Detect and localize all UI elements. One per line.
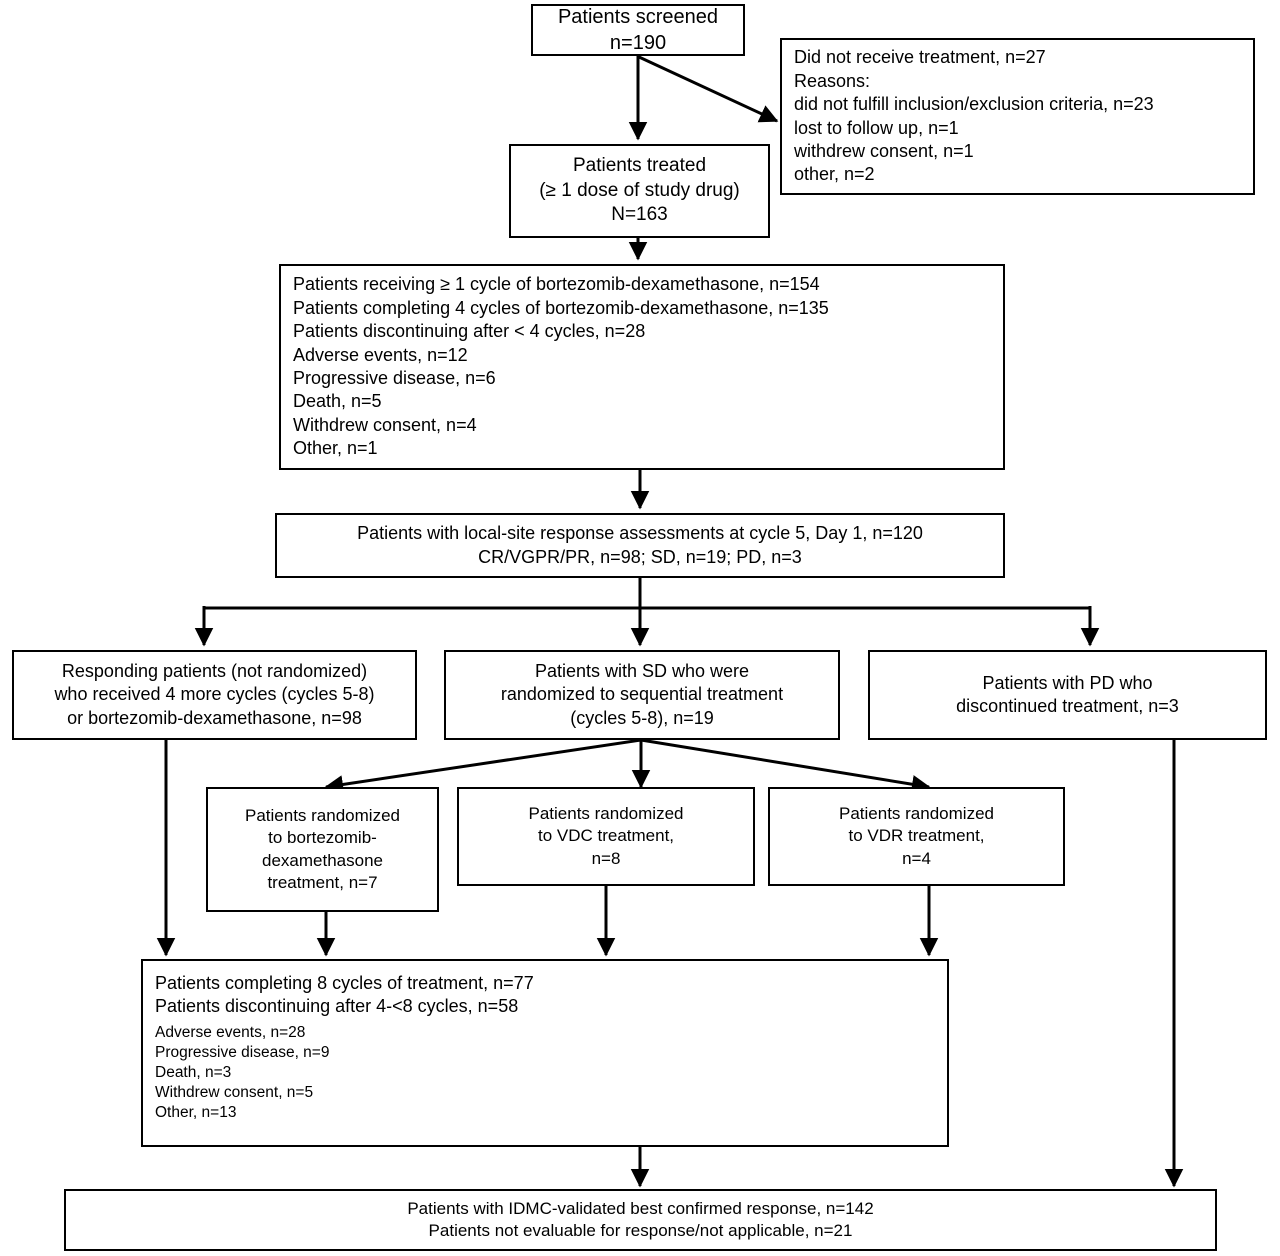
assessments-line-1: Patients with local-site response assess… — [357, 523, 923, 544]
cycles4-line-5: Progressive disease, n=6 — [293, 368, 496, 388]
patients-treated-line-1: Patients treated — [572, 154, 707, 176]
rand-vdc-line-1: Patients randomized — [528, 804, 684, 824]
patients-treated-line-3: N=163 — [611, 204, 668, 226]
responding-line-2: who received 4 more cycles (cycles 5-8) — [54, 684, 375, 705]
rand-bortezomib-line-2: to bortezomib- — [268, 828, 377, 848]
cycles4-line-1: Patients receiving ≥ 1 cycle of bortezom… — [293, 274, 820, 295]
node-patients-screened: Patients screened n=190 — [531, 4, 745, 56]
rand-vdc-line-3: n=8 — [591, 848, 621, 868]
node-randomized-vdc: Patients randomized to VDC treatment, n=… — [457, 787, 755, 886]
rand-bortezomib-line-1: Patients randomized — [245, 806, 400, 826]
node-sd-randomized: Patients with SD who were randomized to … — [444, 650, 840, 740]
rand-bortezomib-line-3: dexamethasone — [262, 850, 383, 870]
node-randomized-bortezomib-dex: Patients randomized to bortezomib- dexam… — [206, 787, 439, 912]
no-treatment-line-5: withdrew consent, n=1 — [794, 140, 974, 161]
rand-vdr-line-1: Patients randomized — [839, 804, 994, 824]
sd-line-2: randomized to sequential treatment — [500, 684, 784, 705]
responding-line-1: Responding patients (not randomized) — [61, 660, 368, 681]
connector-sd-to-bortezomib — [324, 738, 642, 794]
node-cycles4-detail: Patients receiving ≥ 1 cycle of bortezom… — [279, 264, 1005, 470]
cycles8-line-1: Patients completing 8 cycles of treatmen… — [155, 973, 534, 993]
cycles8-subline-4: Withdrew consent, n=5 — [155, 1084, 314, 1102]
no-treatment-line-1: Did not receive treatment, n=27 — [794, 47, 1046, 68]
connector-sd-to-vdr — [640, 738, 931, 794]
sd-line-3: (cycles 5-8), n=19 — [570, 707, 714, 728]
node-did-not-receive-treatment: Did not receive treatment, n=27 Reasons:… — [780, 38, 1255, 195]
node-patients-screened-line-2: n=190 — [609, 32, 667, 54]
assessments-line-2: CR/VGPR/PR, n=98; SD, n=19; PD, n=3 — [478, 546, 802, 567]
node-final-response: Patients with IDMC-validated best confir… — [64, 1189, 1217, 1251]
node-cycles8-detail: Patients completing 8 cycles of treatmen… — [141, 959, 949, 1147]
cycles8-subline-2: Progressive disease, n=9 — [155, 1043, 330, 1061]
cycles4-line-7: Withdrew consent, n=4 — [293, 414, 477, 435]
cycles4-line-8: Other, n=1 — [293, 438, 378, 459]
cycles4-line-3: Patients discontinuing after < 4 cycles,… — [293, 321, 646, 342]
cycles4-line-6: Death, n=5 — [293, 391, 382, 412]
node-response-assessments: Patients with local-site response assess… — [275, 513, 1005, 578]
node-patients-treated: Patients treated (≥ 1 dose of study drug… — [509, 144, 770, 238]
pd-line-1: Patients with PD who — [982, 672, 1153, 693]
no-treatment-line-2: Reasons: — [794, 70, 871, 91]
no-treatment-line-4: lost to follow up, n=1 — [794, 117, 959, 138]
node-randomized-vdr: Patients randomized to VDR treatment, n=… — [768, 787, 1065, 886]
cycles4-line-2: Patients completing 4 cycles of bortezom… — [293, 297, 829, 318]
final-line-2: Patients not evaluable for response/not … — [428, 1221, 853, 1240]
rand-vdr-line-2: to VDR treatment, — [848, 826, 985, 846]
sd-line-1: Patients with SD who were — [534, 660, 750, 681]
no-treatment-line-6: other, n=2 — [794, 164, 875, 185]
node-responding-patients: Responding patients (not randomized) who… — [12, 650, 417, 740]
rand-bortezomib-line-4: treatment, n=7 — [267, 872, 378, 892]
node-patients-screened-line-1: Patients screened — [557, 6, 719, 28]
no-treatment-line-3: did not fulfill inclusion/exclusion crit… — [794, 94, 1154, 115]
node-pd-discontinued: Patients with PD who discontinued treatm… — [868, 650, 1267, 740]
cycles8-subline-5: Other, n=13 — [155, 1104, 237, 1122]
cycles8-line-2: Patients discontinuing after 4-<8 cycles… — [155, 996, 519, 1017]
connector-screened-to-no-treatment — [638, 55, 779, 123]
final-line-1: Patients with IDMC-validated best confir… — [407, 1198, 874, 1218]
responding-line-3: or bortezomib-dexamethasone, n=98 — [67, 707, 362, 728]
rand-vdr-line-3: n=4 — [902, 848, 931, 868]
cycles8-subline-1: Adverse events, n=28 — [155, 1023, 306, 1041]
pd-line-2: discontinued treatment, n=3 — [956, 696, 1179, 716]
cycles8-subline-3: Death, n=3 — [155, 1064, 232, 1082]
patients-treated-line-2: (≥ 1 dose of study drug) — [539, 179, 740, 201]
rand-vdc-line-2: to VDC treatment, — [537, 826, 675, 846]
cycles4-line-4: Adverse events, n=12 — [293, 344, 468, 365]
